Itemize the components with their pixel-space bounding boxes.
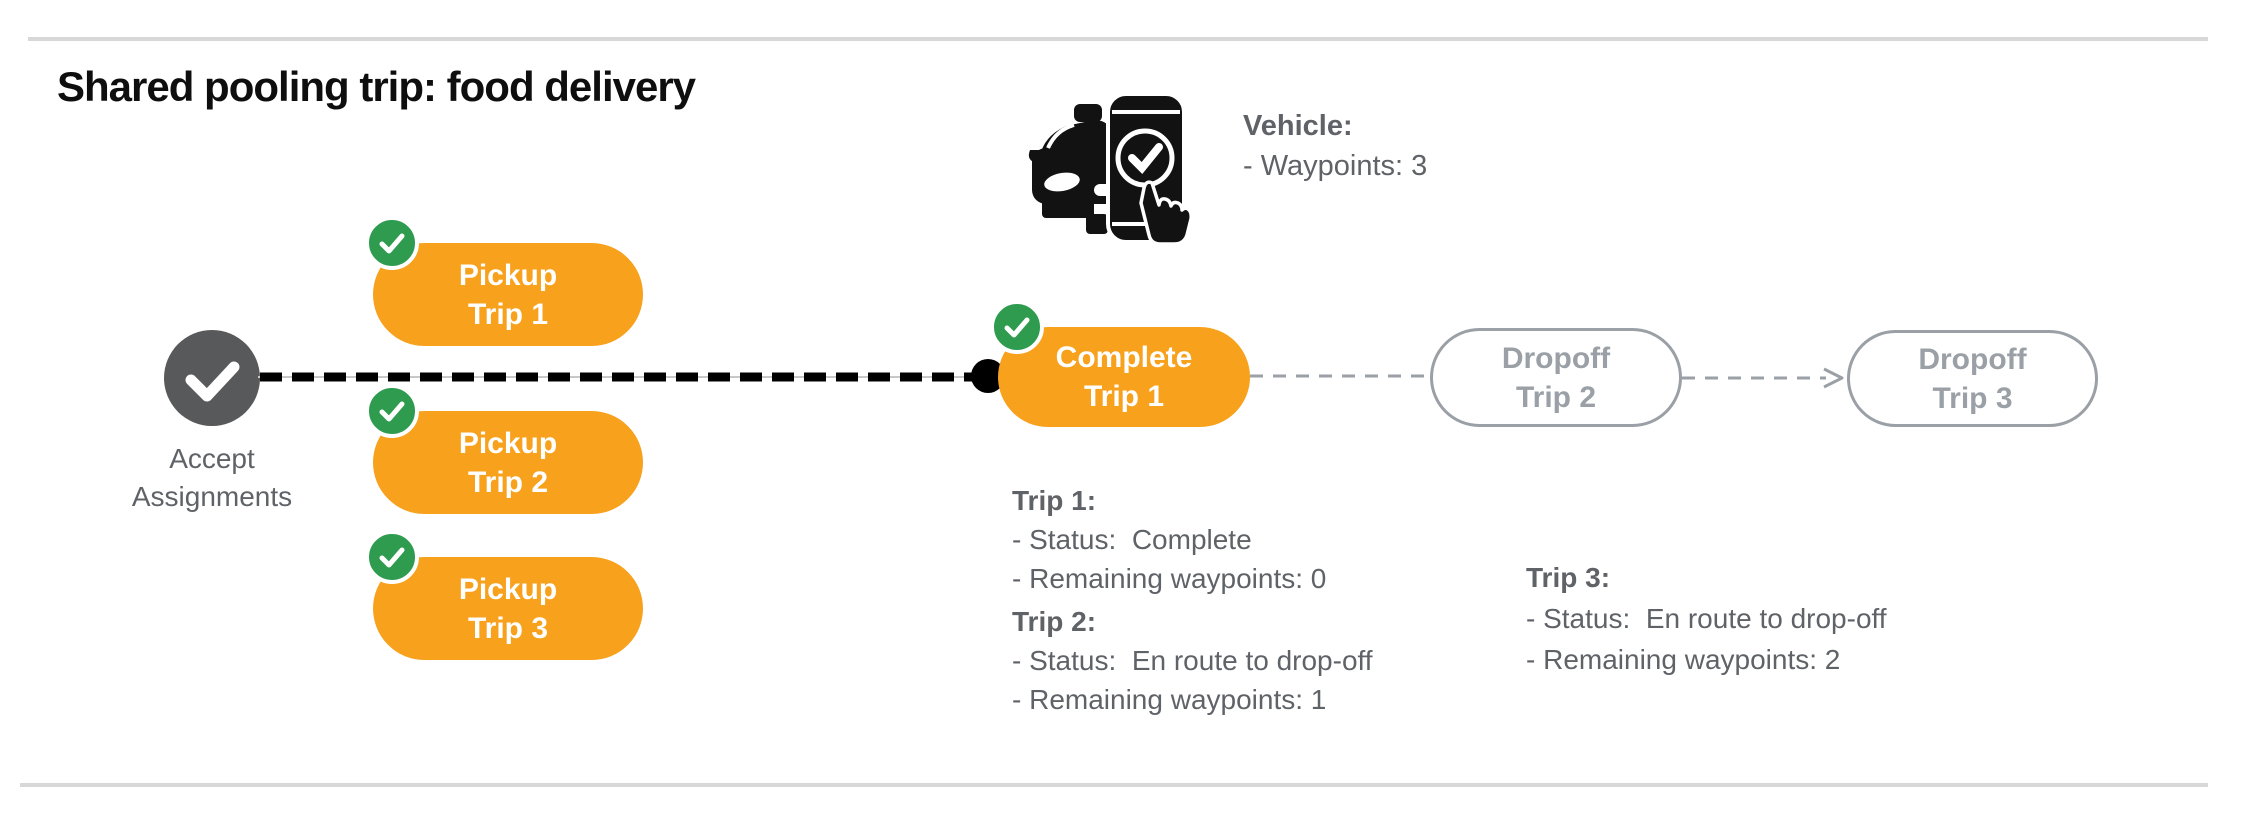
- trip2-waypoints-line: - Remaining waypoints: 1: [1012, 684, 1327, 715]
- accept-label-line2: Assignments: [131, 481, 293, 512]
- completed-check-badge: [365, 216, 419, 270]
- vehicle-phone-check-icon: [1028, 92, 1190, 244]
- pill-label-line2: Trip 1: [1083, 380, 1165, 413]
- check-icon: [379, 233, 405, 254]
- check-icon: [379, 401, 405, 422]
- pill-label-line2: Trip 3: [467, 611, 549, 645]
- pill-label-line1: Pickup: [458, 572, 558, 606]
- pill-label-line1: Complete: [1055, 341, 1193, 374]
- page-title: Shared pooling trip: food delivery: [57, 63, 696, 110]
- pill-label-line1: Pickup: [458, 258, 558, 292]
- pill-label-line2: Trip 3: [1932, 381, 2013, 415]
- dropoff-trip-2-pill: Dropoff Trip 2: [1430, 328, 1682, 427]
- completed-route-connector: [258, 372, 986, 382]
- pill-label-line1: Dropoff: [1501, 341, 1611, 375]
- trip3-heading: Trip 3:: [1526, 562, 1611, 593]
- vehicle-waypoints: - Waypoints: 3: [1243, 150, 1428, 182]
- pill-label-line2: Trip 1: [467, 297, 549, 331]
- check-icon: [185, 361, 240, 402]
- dropoff-trip-3-pill: Dropoff Trip 3: [1847, 330, 2098, 427]
- vehicle-heading: Vehicle:: [1243, 110, 1353, 142]
- pickup-trip-3-pill: Pickup Trip 3: [365, 530, 643, 660]
- pill-label-line1: Pickup: [458, 426, 558, 460]
- completed-check-badge: [365, 530, 419, 584]
- upcoming-route-connector: [1250, 374, 1430, 378]
- upcoming-route-arrow-connector: [1682, 367, 1844, 389]
- check-icon: [379, 547, 405, 568]
- trip1-waypoints-line: - Remaining waypoints: 0: [1012, 563, 1327, 594]
- trip2-heading: Trip 2:: [1012, 606, 1097, 637]
- top-divider: [28, 37, 2208, 41]
- pickup-trip-1-pill: Pickup Trip 1: [365, 216, 643, 346]
- trip2-status-line: - Status: En route to drop-off: [1012, 645, 1373, 676]
- trip1-heading: Trip 1:: [1012, 485, 1097, 516]
- complete-trip-1-pill: Complete Trip 1: [990, 300, 1250, 427]
- trip-1-2-status-block: Trip 1: - Status: Complete - Remaining w…: [1012, 481, 1373, 719]
- completed-check-badge: [990, 300, 1044, 354]
- accept-assignments-label: Accept Assignments: [92, 440, 332, 516]
- accept-label-line1: Accept: [169, 443, 255, 474]
- pill-label-line2: Trip 2: [1515, 380, 1597, 414]
- bottom-divider: [20, 783, 2208, 787]
- trip1-status-line: - Status: Complete: [1012, 524, 1252, 555]
- arrowhead-icon: [1823, 367, 1844, 389]
- pill-label-line1: Dropoff: [1918, 342, 2027, 376]
- accept-assignments-node: [164, 330, 260, 426]
- pill-label-line2: Trip 2: [467, 465, 549, 499]
- pickup-trip-2-pill: Pickup Trip 2: [365, 384, 643, 514]
- trip3-status-line: - Status: En route to drop-off: [1526, 603, 1887, 634]
- trip-3-status-block: Trip 3: - Status: En route to drop-off -…: [1526, 557, 1887, 680]
- check-icon: [1004, 317, 1030, 338]
- completed-check-badge: [365, 384, 419, 438]
- trip3-waypoints-line: - Remaining waypoints: 2: [1526, 644, 1841, 675]
- vehicle-info: Vehicle: - Waypoints: 3: [1243, 106, 1427, 186]
